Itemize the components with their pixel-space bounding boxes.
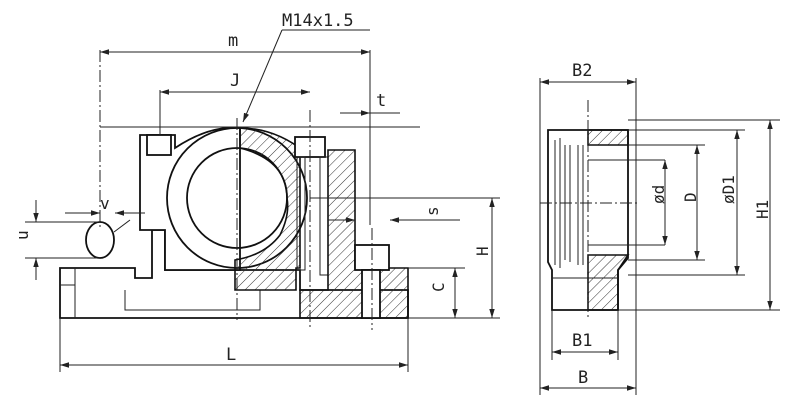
dim-s: s — [423, 206, 442, 216]
side-dimensions: B2 B1 B ød D øD1 H1 — [539, 61, 780, 395]
dim-t: t — [376, 91, 386, 111]
dim-j: J — [230, 71, 240, 91]
dim-c: C — [429, 282, 448, 292]
thread-callout: M14x1.5 — [282, 11, 354, 31]
dim-h1: H1 — [753, 200, 772, 219]
dim-v: v — [100, 194, 110, 213]
side-view — [540, 100, 705, 318]
dim-h: H — [473, 246, 492, 256]
dim-b: B — [578, 368, 588, 388]
dim-u: u — [13, 230, 32, 240]
dim-b2: B2 — [572, 61, 592, 81]
front-dimensions: m M14x1.5 J t v u s H C — [13, 11, 500, 372]
dim-d: ød — [649, 185, 668, 204]
dim-l: L — [226, 345, 236, 365]
dim-d1: øD1 — [719, 175, 738, 204]
dim-b1: B1 — [572, 331, 592, 351]
dim-m: m — [228, 31, 238, 51]
dim-big-d: D — [681, 192, 700, 202]
front-view — [59, 50, 420, 330]
